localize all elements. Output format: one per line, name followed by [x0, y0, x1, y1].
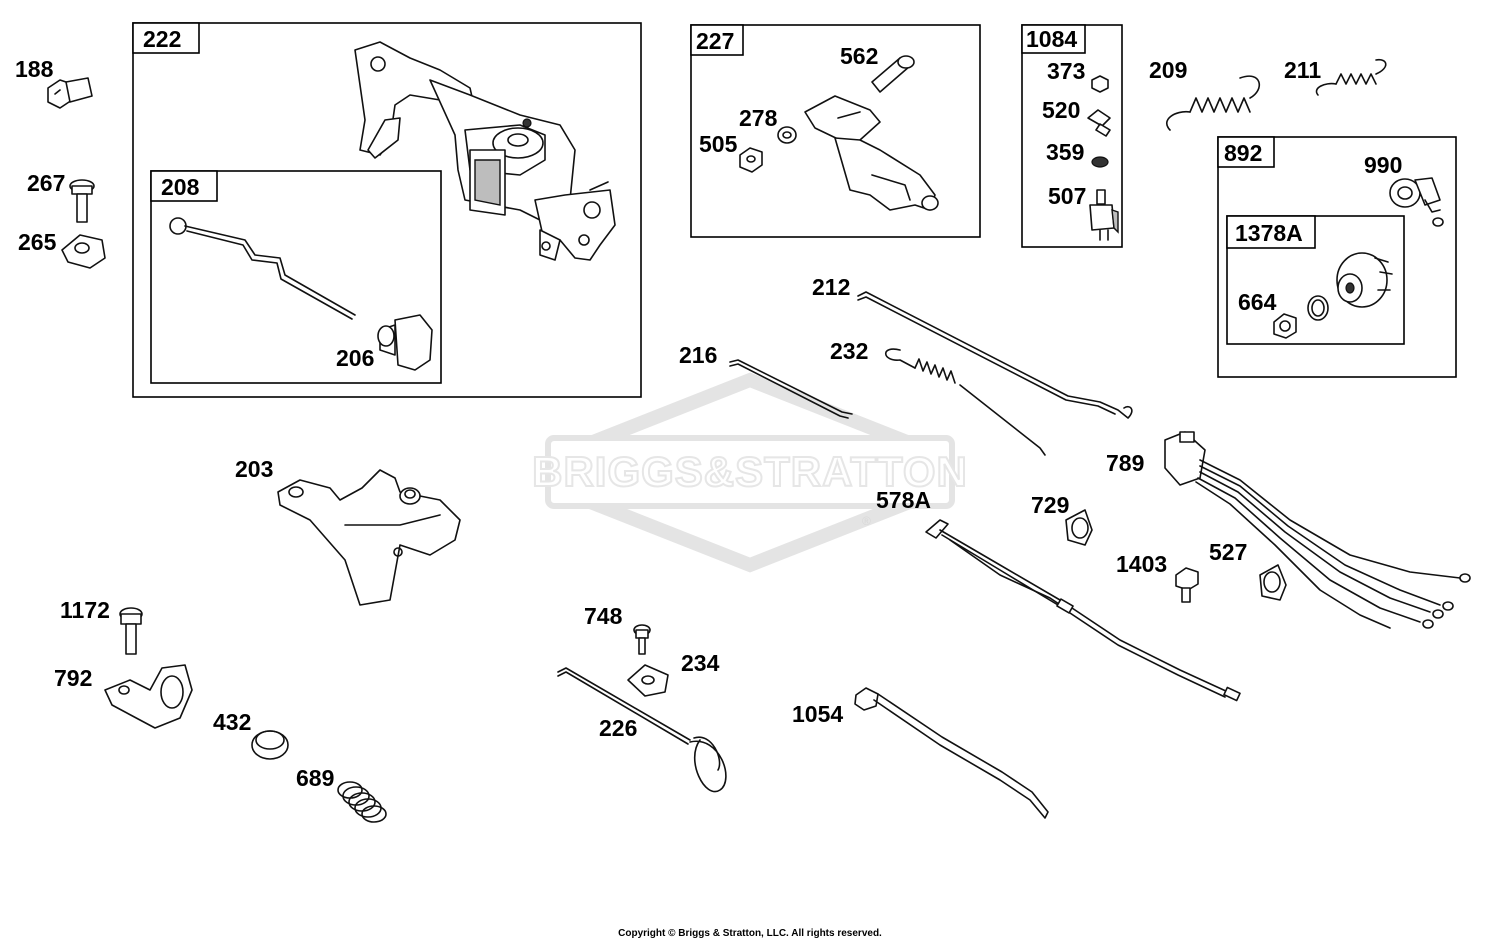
cable-tie-1054 [854, 687, 1049, 819]
part-label-792: 792 [54, 665, 92, 691]
part-label-232: 232 [830, 338, 868, 364]
screw-1172 [119, 607, 143, 655]
group-892: 892 [1217, 136, 1457, 378]
governor-link-rod [169, 217, 356, 320]
spring-209 [1166, 75, 1261, 131]
part-label-505: 505 [699, 131, 738, 157]
part-label-1054: 1054 [792, 701, 843, 727]
part-label-520: 520 [1042, 97, 1080, 123]
lockwasher-664 [1307, 295, 1329, 321]
part-label-234: 234 [681, 650, 720, 676]
bolt-188 [47, 77, 93, 109]
screw-748 [633, 624, 651, 655]
clip-234 [627, 664, 669, 697]
part-label-527: 527 [1209, 539, 1247, 565]
part-label-209: 209 [1149, 57, 1187, 83]
watermark-brand-text: BRIGGS&STRATTON [532, 448, 968, 495]
spring-211 [1315, 58, 1387, 96]
part-label-789: 789 [1106, 450, 1144, 476]
part-label-203: 203 [235, 456, 273, 482]
part-label-211: 211 [1284, 57, 1321, 83]
rod-216 [729, 359, 853, 419]
control-bracket-assembly [354, 41, 616, 261]
washer-278 [777, 126, 797, 144]
group-222: 222 [132, 22, 642, 398]
group-227: 227 [690, 24, 981, 238]
part-label-729: 729 [1031, 492, 1069, 518]
part-label-359: 359 [1046, 139, 1084, 165]
clip-265 [61, 234, 106, 269]
copyright-notice: Copyright © Briggs & Stratton, LLC. All … [618, 928, 882, 939]
part-label-267: 267 [27, 170, 65, 196]
clip-527 [1259, 564, 1287, 601]
part-label-748: 748 [584, 603, 623, 629]
group-label-892: 892 [1224, 140, 1262, 166]
cable-578A [925, 519, 1241, 702]
ring-432 [251, 730, 289, 760]
part-label-188: 188 [15, 56, 54, 82]
bracket-203 [277, 469, 461, 606]
spring-232 [884, 348, 1046, 456]
spring-689 [337, 781, 387, 823]
key-990 [1389, 177, 1444, 227]
part-label-1172: 1172 [60, 597, 110, 623]
wire-harness-789 [1164, 431, 1471, 629]
nut-373 [1091, 75, 1109, 93]
screw-1403 [1175, 567, 1199, 603]
part-label-689: 689 [296, 765, 334, 791]
part-label-265: 265 [18, 229, 57, 255]
part-label-578A: 578A [876, 487, 931, 513]
part-label-507: 507 [1048, 183, 1086, 209]
part-label-1403: 1403 [1116, 551, 1167, 577]
group-1084: 1084 [1021, 24, 1123, 248]
brand-watermark: BRIGGS&STRATTON ® [531, 372, 968, 573]
clip-729 [1065, 509, 1093, 546]
part-label-990: 990 [1364, 152, 1402, 178]
group-label-1084: 1084 [1026, 26, 1077, 52]
watermark-registered-mark: ® [862, 514, 871, 528]
group-label-1378A: 1378A [1235, 220, 1303, 246]
part-label-664: 664 [1238, 289, 1277, 315]
rod-226 [557, 667, 727, 793]
knob-206 [377, 314, 433, 371]
nut-505 [739, 147, 763, 173]
part-label-278: 278 [739, 105, 778, 131]
group-208: 208 [150, 170, 442, 384]
screw-267 [69, 179, 95, 223]
part-label-432: 432 [213, 709, 251, 735]
part-label-216: 216 [679, 342, 717, 368]
group-1378A: 1378A [1226, 215, 1405, 345]
part-label-212: 212 [812, 274, 850, 300]
pin-562 [871, 55, 915, 93]
switch-507 [1089, 189, 1119, 241]
throttle-lever-227 [804, 95, 939, 211]
bracket-792 [104, 664, 193, 729]
part-label-562: 562 [840, 43, 878, 69]
part-label-373: 373 [1047, 58, 1085, 84]
ignition-switch-1378A [1336, 252, 1393, 308]
group-label-208: 208 [161, 174, 200, 200]
group-label-227: 227 [696, 28, 734, 54]
nut-664 [1273, 313, 1297, 339]
rod-212 [857, 291, 1133, 419]
part-label-226: 226 [599, 715, 637, 741]
terminal-520 [1087, 109, 1111, 137]
part-label-206: 206 [336, 345, 374, 371]
washer-359 [1091, 156, 1109, 168]
group-label-222: 222 [143, 26, 181, 52]
